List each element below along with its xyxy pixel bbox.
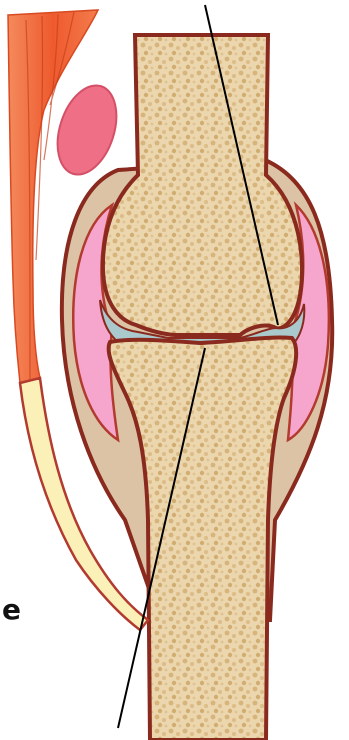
bursa [47, 78, 127, 182]
label-e: e [2, 596, 21, 624]
femur [103, 35, 302, 335]
